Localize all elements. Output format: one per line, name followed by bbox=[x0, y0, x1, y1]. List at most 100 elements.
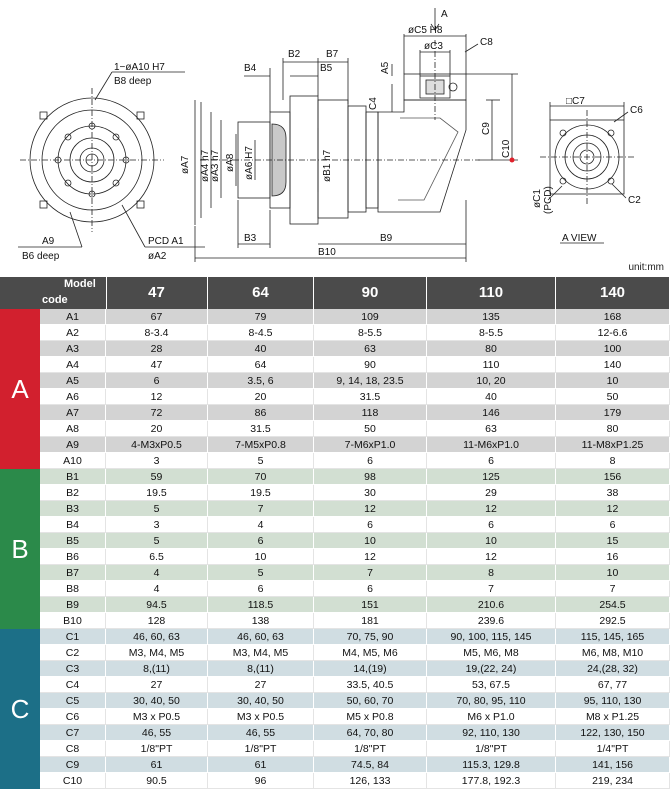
label-a10: 1−øA10 H7 bbox=[114, 62, 165, 73]
cell-64: 79 bbox=[208, 309, 314, 325]
label-b5: B5 bbox=[320, 63, 333, 74]
cell-64: 96 bbox=[208, 773, 314, 789]
cell-110: 6 bbox=[427, 517, 556, 533]
cell-110: 239.6 bbox=[427, 613, 556, 629]
unit-label: unit:mm bbox=[628, 262, 664, 273]
cell-64: 6 bbox=[208, 533, 314, 549]
group-band-b: B bbox=[0, 469, 40, 629]
label-a5: A5 bbox=[380, 61, 391, 74]
row-code: A10 bbox=[40, 453, 106, 469]
group-band-a: A bbox=[0, 309, 40, 469]
cell-64: 61 bbox=[208, 757, 314, 773]
label-c7: □C7 bbox=[566, 96, 585, 107]
cell-140: 122, 130, 150 bbox=[556, 725, 670, 741]
row-code: C1 bbox=[40, 629, 106, 645]
label-c4: C4 bbox=[368, 97, 379, 110]
cell-110: 63 bbox=[427, 421, 556, 437]
cell-64: 46, 55 bbox=[208, 725, 314, 741]
label-b3: B3 bbox=[244, 233, 257, 244]
cell-110: 10, 20 bbox=[427, 373, 556, 389]
label-c9: C9 bbox=[481, 122, 492, 135]
cell-110: 8 bbox=[427, 565, 556, 581]
row-code: B1 bbox=[40, 469, 106, 485]
cell-90: 63 bbox=[314, 341, 427, 357]
cell-140: M6, M8, M10 bbox=[556, 645, 670, 661]
cell-140: 1/4"PT bbox=[556, 741, 670, 757]
label-a2: øA2 bbox=[148, 251, 167, 262]
cell-64: 3.5, 6 bbox=[208, 373, 314, 389]
cell-64: M3, M4, M5 bbox=[208, 645, 314, 661]
label-a4: øA4 h7 bbox=[200, 149, 211, 182]
cell-64: 118.5 bbox=[208, 597, 314, 613]
cell-140: 179 bbox=[556, 405, 670, 421]
cell-64: 40 bbox=[208, 341, 314, 357]
row-code: C7 bbox=[40, 725, 106, 741]
cell-47: 6.5 bbox=[106, 549, 208, 565]
cell-90: M5 x P0.8 bbox=[314, 709, 427, 725]
label-b10: B10 bbox=[318, 247, 336, 258]
cell-47: 5 bbox=[106, 533, 208, 549]
cell-110: 7 bbox=[427, 581, 556, 597]
cell-64: 8-4.5 bbox=[208, 325, 314, 341]
cell-90: 98 bbox=[314, 469, 427, 485]
cell-64: 8,(11) bbox=[208, 661, 314, 677]
row-code: B8 bbox=[40, 581, 106, 597]
cell-90: 30 bbox=[314, 485, 427, 501]
row-code: C3 bbox=[40, 661, 106, 677]
cell-64: 64 bbox=[208, 357, 314, 373]
cell-64: 7-M5xP0.8 bbox=[208, 437, 314, 453]
cell-64: 4 bbox=[208, 517, 314, 533]
cell-140: 140 bbox=[556, 357, 670, 373]
cell-90: 6 bbox=[314, 581, 427, 597]
cell-110: 1/8"PT bbox=[427, 741, 556, 757]
cell-47: 28 bbox=[106, 341, 208, 357]
cell-110: M6 x P1.0 bbox=[427, 709, 556, 725]
cell-90: 50 bbox=[314, 421, 427, 437]
cell-90: 10 bbox=[314, 533, 427, 549]
row-code: C8 bbox=[40, 741, 106, 757]
cell-64: 5 bbox=[208, 565, 314, 581]
cell-90: 14,(19) bbox=[314, 661, 427, 677]
cell-140: 156 bbox=[556, 469, 670, 485]
row-code: A3 bbox=[40, 341, 106, 357]
cell-90: 90 bbox=[314, 357, 427, 373]
cell-90: 109 bbox=[314, 309, 427, 325]
cell-64: 19.5 bbox=[208, 485, 314, 501]
cell-47: 8,(11) bbox=[106, 661, 208, 677]
cell-47: 20 bbox=[106, 421, 208, 437]
cell-110: 80 bbox=[427, 341, 556, 357]
row-code: C10 bbox=[40, 773, 106, 789]
label-a3: øA3 h7 bbox=[210, 149, 221, 182]
cell-47: 128 bbox=[106, 613, 208, 629]
cell-140: 100 bbox=[556, 341, 670, 357]
label-c6: C6 bbox=[630, 105, 643, 116]
cell-90: M4, M5, M6 bbox=[314, 645, 427, 661]
label-a-view: A VIEW bbox=[562, 233, 597, 244]
cell-90: 7 bbox=[314, 565, 427, 581]
cell-64: 138 bbox=[208, 613, 314, 629]
header-model-64: 64 bbox=[208, 277, 314, 309]
cell-90: 6 bbox=[314, 517, 427, 533]
header-model-140: 140 bbox=[556, 277, 670, 309]
label-b7: B7 bbox=[326, 49, 339, 60]
label-pcd-a1: PCD A1 bbox=[148, 236, 184, 247]
cell-140: 7 bbox=[556, 581, 670, 597]
header-code-label: code bbox=[42, 294, 68, 306]
cell-90: 7-M6xP1.0 bbox=[314, 437, 427, 453]
row-code: B9 bbox=[40, 597, 106, 613]
cell-47: 67 bbox=[106, 309, 208, 325]
